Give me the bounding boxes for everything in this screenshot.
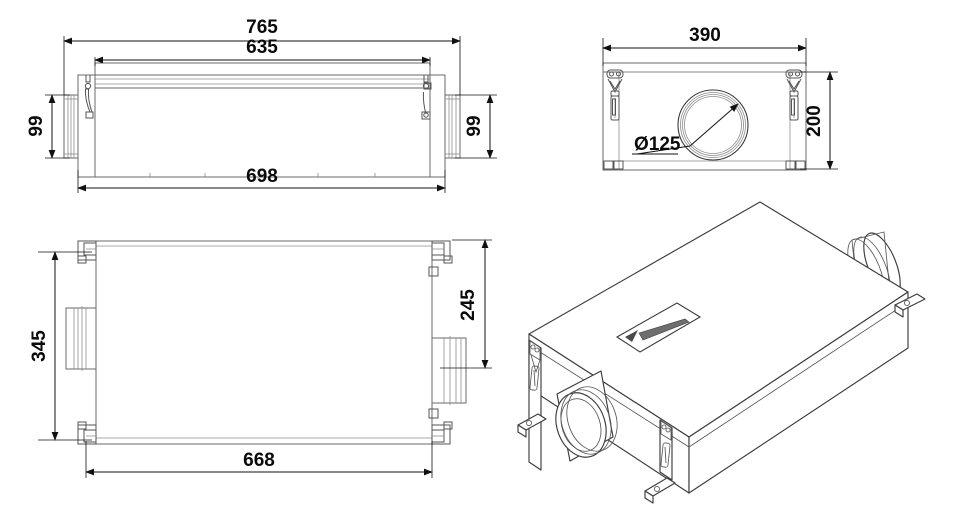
dimension-390: 390 bbox=[602, 25, 807, 66]
dimension-765: 765 bbox=[63, 17, 461, 95]
dim-label-765: 765 bbox=[246, 17, 278, 38]
front-latch-right bbox=[785, 69, 803, 121]
dim-label-99-left: 99 bbox=[26, 115, 47, 136]
iso-foot-rear-right bbox=[894, 293, 926, 318]
dim-label-635: 635 bbox=[246, 37, 278, 58]
plan-corner-bracket-bottom-left bbox=[77, 421, 97, 445]
view-plan: 345 245 668 bbox=[29, 239, 492, 478]
view-isometric bbox=[517, 201, 926, 504]
iso-latch-mid bbox=[659, 419, 673, 481]
plan-corner-bracket-top-right bbox=[428, 240, 453, 277]
front-latch-left bbox=[606, 69, 624, 121]
dimension-200: 200 bbox=[800, 71, 838, 170]
plan-corner-bracket-bottom-right bbox=[428, 408, 453, 445]
iso-duct-front bbox=[555, 370, 618, 462]
dimension-635: 635 bbox=[94, 37, 431, 66]
plan-corner-bracket-top-left bbox=[77, 240, 97, 264]
side-body-outline bbox=[77, 62, 446, 178]
dimension-345: 345 bbox=[29, 251, 92, 441]
plan-duct-right bbox=[431, 336, 467, 405]
dim-label-99-right: 99 bbox=[464, 115, 485, 136]
side-latch-right bbox=[421, 75, 432, 120]
side-latch-left bbox=[84, 75, 94, 119]
plan-body-outline bbox=[95, 240, 433, 445]
iso-foot-front-right bbox=[644, 477, 676, 504]
iso-nameplate bbox=[615, 302, 702, 353]
dimension-diameter-125: Ø125 bbox=[632, 103, 739, 155]
side-duct-left bbox=[63, 94, 79, 159]
dim-label-200: 200 bbox=[804, 105, 825, 137]
dim-label-345: 345 bbox=[29, 330, 50, 362]
dimension-668: 668 bbox=[85, 441, 433, 478]
front-body-outline bbox=[602, 62, 807, 171]
dim-label-245: 245 bbox=[458, 289, 479, 321]
iso-latch-left bbox=[528, 339, 542, 471]
front-mounting-feet bbox=[603, 160, 806, 170]
side-duct-right bbox=[444, 94, 461, 159]
dim-label-698: 698 bbox=[246, 166, 278, 187]
dim-label-diameter-125: Ø125 bbox=[634, 134, 681, 155]
dimension-698: 698 bbox=[77, 166, 446, 193]
dimension-99-right: 99 bbox=[455, 94, 497, 159]
dim-label-390: 390 bbox=[689, 25, 721, 46]
iso-foot-front-left bbox=[517, 413, 547, 438]
dimension-99-left: 99 bbox=[26, 94, 70, 159]
plan-duct-left bbox=[65, 306, 97, 371]
front-duct-circle bbox=[677, 89, 749, 161]
view-front-elevation: Ø125 390 200 bbox=[602, 25, 838, 171]
dim-label-668: 668 bbox=[243, 450, 275, 471]
iso-right-face bbox=[688, 291, 909, 494]
dimension-245: 245 bbox=[440, 239, 492, 369]
view-side-elevation: 765 635 698 99 99 bbox=[26, 17, 497, 193]
